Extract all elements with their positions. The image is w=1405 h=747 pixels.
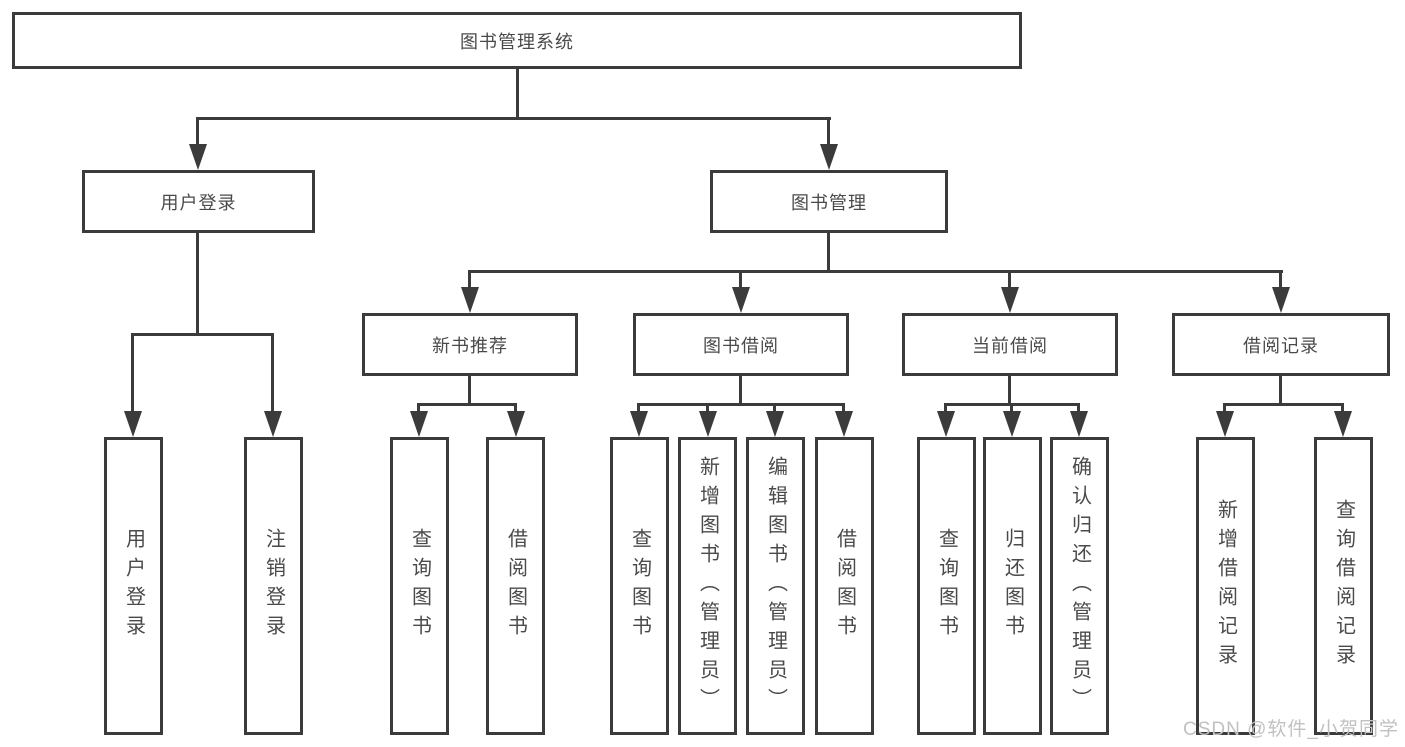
leaf-borrow-books-recommend-label: 借阅图书 [504, 528, 527, 644]
arrow-down-icon [630, 411, 648, 437]
node-root: 图书管理系统 [12, 12, 1022, 69]
node-new-book-recommend-label: 新书推荐 [432, 335, 508, 356]
connector-vline [516, 68, 519, 119]
node-book-borrow-label: 图书借阅 [703, 335, 779, 356]
leaf-borrow-books-borrow: 借阅图书 [815, 437, 874, 735]
leaf-query-books-recommend-label: 查询图书 [408, 528, 431, 644]
node-current-borrow-label: 当前借阅 [972, 335, 1048, 356]
arrow-down-icon [410, 411, 428, 437]
arrow-down-icon [1334, 411, 1352, 437]
connector-vline [1279, 376, 1282, 406]
arrow-down-icon [732, 287, 750, 313]
leaf-query-books-current: 查询图书 [917, 437, 976, 735]
arrow-down-icon [264, 411, 282, 437]
arrow-down-icon [766, 411, 784, 437]
connector-hline [1223, 403, 1344, 406]
leaf-user-login-label: 用户登录 [122, 528, 145, 644]
leaf-logout: 注销登录 [244, 437, 303, 735]
leaf-return-books: 归还图书 [983, 437, 1042, 735]
leaf-return-books-label: 归还图书 [1001, 528, 1024, 644]
node-current-borrow: 当前借阅 [902, 313, 1118, 376]
connector-vline [1008, 270, 1011, 290]
leaf-query-borrow-record: 查询借阅记录 [1314, 437, 1373, 735]
arrow-down-icon [937, 411, 955, 437]
connector-vline [827, 117, 830, 147]
arrow-down-icon [461, 287, 479, 313]
connector-hline [196, 117, 831, 120]
node-user-login-label: 用户登录 [160, 192, 237, 213]
leaf-confirm-return-admin: 确认归还（管理员） [1050, 437, 1109, 735]
leaf-confirm-return-admin-label: 确认归还（管理员） [1068, 455, 1091, 717]
node-borrow-records-label: 借阅记录 [1243, 335, 1319, 356]
arrow-down-icon [1003, 411, 1021, 437]
leaf-edit-books-admin-label: 编辑图书（管理员） [764, 455, 787, 717]
connector-vline [1010, 403, 1013, 415]
arrow-down-icon [1272, 287, 1290, 313]
connector-hline [637, 403, 845, 406]
connector-vline [196, 233, 199, 335]
connector-vline [842, 403, 845, 415]
leaf-add-books-admin-label: 新增图书（管理员） [696, 455, 719, 717]
arrow-down-icon [835, 411, 853, 437]
connector-vline [637, 403, 640, 415]
node-book-management-label: 图书管理 [791, 192, 867, 213]
leaf-query-borrow-record-label: 查询借阅记录 [1332, 499, 1355, 673]
connector-vline [468, 270, 471, 290]
node-root-label: 图书管理系统 [460, 31, 574, 52]
connector-vline [1279, 270, 1282, 290]
leaf-query-books-borrow-label: 查询图书 [628, 528, 651, 644]
connector-vline [739, 376, 742, 406]
leaf-borrow-books-recommend: 借阅图书 [486, 437, 545, 735]
arrow-down-icon [1216, 411, 1234, 437]
connector-vline [1008, 376, 1011, 406]
leaf-borrow-books-borrow-label: 借阅图书 [833, 528, 856, 644]
connector-vline [1223, 403, 1226, 415]
connector-vline [514, 403, 517, 415]
connector-hline [131, 333, 274, 336]
connector-vline [773, 403, 776, 415]
leaf-user-login: 用户登录 [104, 437, 163, 735]
leaf-add-books-admin: 新增图书（管理员） [678, 437, 737, 735]
connector-vline [271, 333, 274, 413]
leaf-add-borrow-record-label: 新增借阅记录 [1214, 499, 1237, 673]
arrow-down-icon [124, 411, 142, 437]
arrow-down-icon [189, 144, 207, 170]
connector-vline [1077, 403, 1080, 415]
node-user-login: 用户登录 [82, 170, 315, 233]
connector-hline [468, 270, 1283, 273]
arrow-down-icon [1070, 411, 1088, 437]
node-new-book-recommend: 新书推荐 [362, 313, 578, 376]
connector-vline [706, 403, 709, 415]
connector-vline [131, 333, 134, 413]
connector-vline [417, 403, 420, 415]
leaf-query-books-current-label: 查询图书 [935, 528, 958, 644]
connector-vline [1341, 403, 1344, 415]
arrow-down-icon [507, 411, 525, 437]
leaf-edit-books-admin: 编辑图书（管理员） [746, 437, 805, 735]
arrow-down-icon [699, 411, 717, 437]
node-book-management: 图书管理 [710, 170, 948, 233]
leaf-query-books-borrow: 查询图书 [610, 437, 669, 735]
node-borrow-records: 借阅记录 [1172, 313, 1390, 376]
leaf-logout-label: 注销登录 [262, 528, 285, 644]
arrow-down-icon [1001, 287, 1019, 313]
leaf-add-borrow-record: 新增借阅记录 [1196, 437, 1255, 735]
connector-vline [468, 376, 471, 406]
connector-vline [196, 117, 199, 147]
connector-vline [739, 270, 742, 290]
arrow-down-icon [820, 144, 838, 170]
csdn-watermark: CSDN @软件_小贺同学 [1183, 719, 1399, 740]
connector-hline [417, 403, 517, 406]
node-book-borrow: 图书借阅 [633, 313, 849, 376]
connector-vline [944, 403, 947, 415]
connector-vline [827, 233, 830, 273]
leaf-query-books-recommend: 查询图书 [390, 437, 449, 735]
